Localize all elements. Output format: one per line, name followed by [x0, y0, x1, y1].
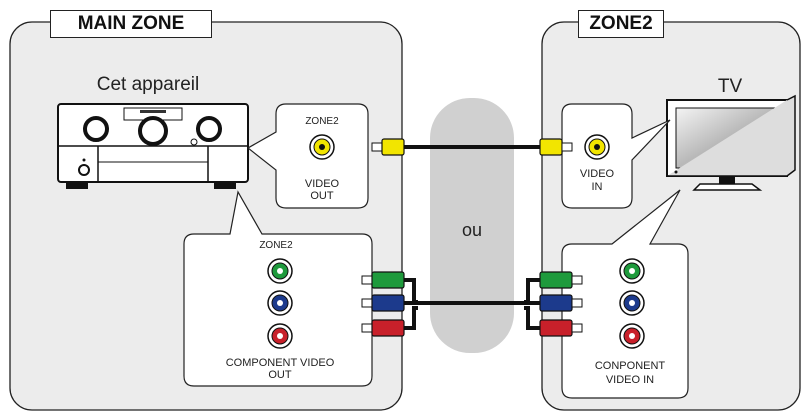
main-device-label: Cet appareil	[97, 74, 199, 95]
component-in-label-1: CONPONENT	[595, 360, 666, 372]
middle-or-capsule	[430, 98, 514, 353]
main-component-callout	[183, 190, 373, 387]
component-in-label-2: VIDEO IN	[606, 374, 654, 386]
green-component-out-jack-icon	[267, 258, 293, 284]
yellow-video-in-jack-icon	[584, 134, 610, 160]
main-zone-title: MAIN ZONE	[50, 10, 212, 38]
video-out-label-1: VIDEO	[305, 178, 340, 190]
red-component-out-jack-icon	[267, 323, 293, 349]
av-receiver-icon	[57, 103, 249, 189]
green-component-in-jack-icon	[619, 258, 645, 284]
red-component-in-jack-icon	[619, 323, 645, 349]
blue-component-in-jack-icon	[619, 290, 645, 316]
yellow-video-out-jack-icon	[309, 134, 335, 160]
composite-video-cable	[371, 138, 573, 156]
tv-video-callout	[561, 103, 671, 209]
main-component-panel-header: ZONE2	[259, 240, 293, 251]
video-in-label-1: VIDEO	[580, 168, 615, 180]
main-video-panel-header: ZONE2	[305, 116, 339, 127]
tv-icon	[666, 94, 796, 191]
blue-component-out-jack-icon	[267, 290, 293, 316]
video-in-label-2: IN	[592, 181, 603, 193]
component-out-label-2: OUT	[268, 369, 292, 381]
component-video-cable	[361, 271, 583, 337]
zone2-title: ZONE2	[578, 10, 664, 38]
middle-or-label: ou	[462, 220, 482, 240]
main-video-callout	[246, 103, 369, 209]
tv-label: TV	[718, 76, 743, 97]
component-out-label-1: COMPONENT VIDEO	[226, 357, 335, 369]
video-out-label-2: OUT	[310, 190, 334, 202]
